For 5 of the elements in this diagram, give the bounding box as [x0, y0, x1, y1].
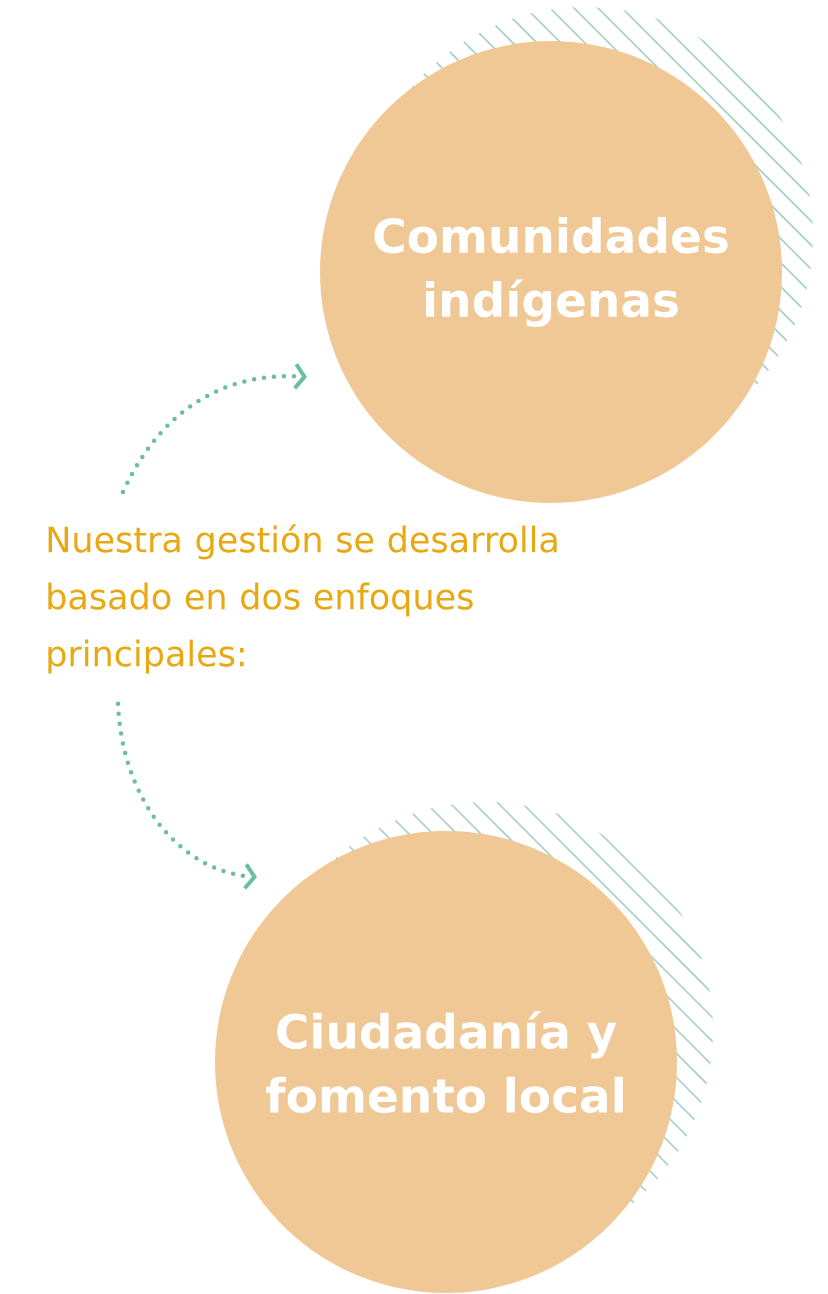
dotted-arrow	[120, 363, 307, 495]
intro-text: Nuestra gestión se desarrolla basado en dos enfoques principales:	[48, 524, 557, 674]
dotted-arrow	[115, 701, 257, 890]
circle-node: Ciudadanía y fomento local	[215, 831, 677, 1293]
circle-node: Comunidades indígenas	[320, 41, 782, 503]
